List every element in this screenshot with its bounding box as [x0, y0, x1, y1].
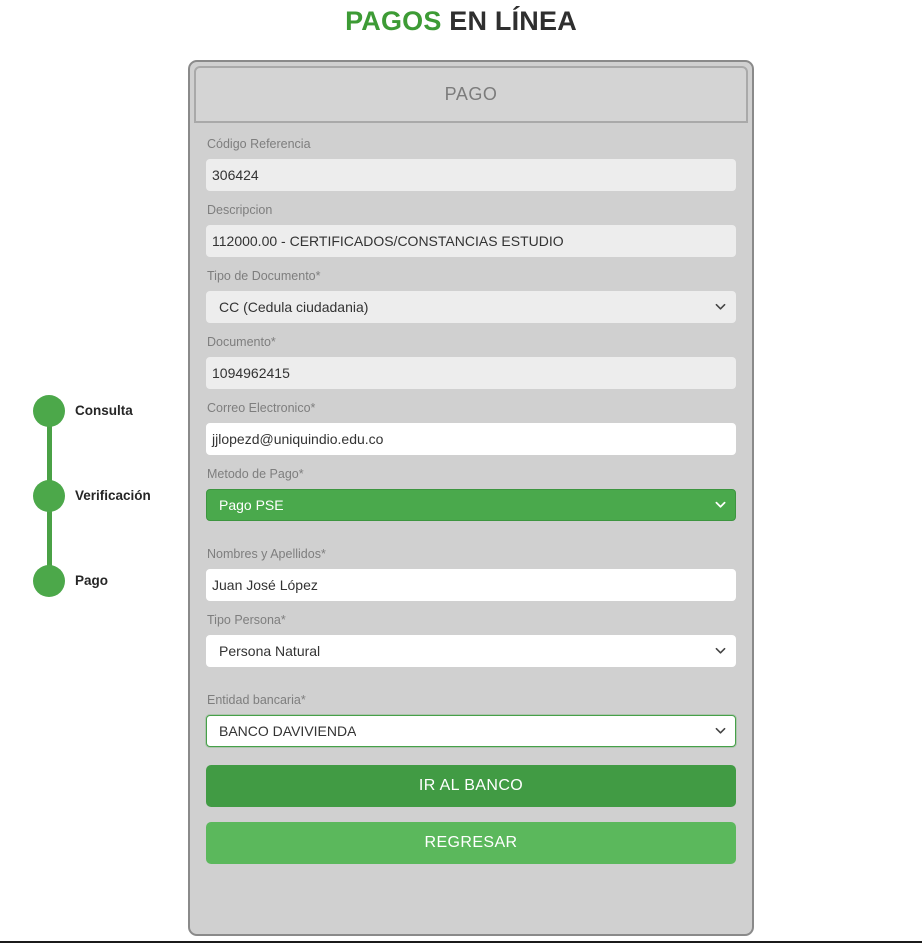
- payment-card: PAGO Código Referencia 306424 Descripcio…: [188, 60, 754, 936]
- ir-al-banco-button[interactable]: IR AL BANCO: [206, 765, 736, 807]
- form-spacer: [206, 667, 736, 681]
- regresar-button[interactable]: REGRESAR: [206, 822, 736, 864]
- page-title: PAGOS EN LÍNEA: [0, 6, 922, 37]
- chevron-down-icon: [715, 499, 726, 510]
- form-spacer: [206, 521, 736, 535]
- payment-form: Código Referencia 306424 Descripcion 112…: [190, 125, 752, 864]
- input-value: 112000.00 - CERTIFICADOS/CONSTANCIAS EST…: [212, 233, 564, 249]
- step-dot-icon: [33, 480, 65, 512]
- field-label: Documento*: [207, 335, 276, 349]
- field-documento: Documento* 1094962415: [206, 323, 736, 389]
- tipo-persona-select[interactable]: Persona Natural: [206, 635, 736, 667]
- stepper-step-label: Consulta: [75, 403, 133, 418]
- card-header-title: PAGO: [444, 84, 498, 104]
- field-label: Tipo de Documento*: [207, 269, 321, 283]
- input-value: Juan José López: [212, 577, 318, 593]
- progress-stepper: Consulta Verificación Pago: [33, 395, 193, 610]
- chevron-down-icon: [715, 645, 726, 656]
- field-tipo-persona: Tipo Persona* Persona Natural: [206, 601, 736, 667]
- field-label: Entidad bancaria*: [207, 693, 306, 707]
- field-label: Tipo Persona*: [207, 613, 286, 627]
- input-value: 306424: [212, 167, 259, 183]
- field-label: Metodo de Pago*: [207, 467, 304, 481]
- field-label: Descripcion: [207, 203, 273, 217]
- chevron-down-icon: [715, 725, 726, 736]
- field-label: Nombres y Apellidos*: [207, 547, 326, 561]
- page-title-highlight: PAGOS: [345, 6, 442, 36]
- select-value: Persona Natural: [219, 643, 321, 659]
- field-descripcion: Descripcion 112000.00 - CERTIFICADOS/CON…: [206, 191, 736, 257]
- codigo-referencia-input: 306424: [206, 159, 736, 191]
- field-correo-electronico: Correo Electronico* jjlopezd@uniquindio.…: [206, 389, 736, 455]
- step-dot-icon: [33, 565, 65, 597]
- nombres-apellidos-input[interactable]: Juan José López: [206, 569, 736, 601]
- field-entidad-bancaria: Entidad bancaria* BANCO DAVIVIENDA: [206, 681, 736, 747]
- page-bottom-rule: [0, 941, 922, 943]
- tipo-documento-select: CC (Cedula ciudadania): [206, 291, 736, 323]
- chevron-down-icon: [715, 301, 726, 312]
- descripcion-input: 112000.00 - CERTIFICADOS/CONSTANCIAS EST…: [206, 225, 736, 257]
- entidad-bancaria-select[interactable]: BANCO DAVIVIENDA: [206, 715, 736, 747]
- field-label: Correo Electronico*: [207, 401, 316, 415]
- stepper-step-pago[interactable]: Pago: [33, 565, 193, 598]
- input-value: 1094962415: [212, 365, 290, 381]
- field-label: Código Referencia: [207, 137, 311, 151]
- documento-input: 1094962415: [206, 357, 736, 389]
- step-dot-icon: [33, 395, 65, 427]
- field-codigo-referencia: Código Referencia 306424: [206, 125, 736, 191]
- stepper-step-label: Verificación: [75, 488, 151, 503]
- select-value: CC (Cedula ciudadania): [219, 299, 369, 315]
- card-header: PAGO: [194, 66, 748, 123]
- field-metodo-pago: Metodo de Pago* Pago PSE: [206, 455, 736, 521]
- stepper-step-verificacion[interactable]: Verificación: [33, 480, 193, 513]
- stepper-step-label: Pago: [75, 573, 109, 588]
- select-value: Pago PSE: [219, 497, 284, 513]
- select-value: BANCO DAVIVIENDA: [219, 723, 357, 739]
- stepper-step-consulta[interactable]: Consulta: [33, 395, 193, 428]
- field-nombres-apellidos: Nombres y Apellidos* Juan José López: [206, 535, 736, 601]
- metodo-pago-select[interactable]: Pago PSE: [206, 489, 736, 521]
- page-title-rest: EN LÍNEA: [449, 6, 577, 36]
- field-tipo-documento: Tipo de Documento* CC (Cedula ciudadania…: [206, 257, 736, 323]
- input-value: jjlopezd@uniquindio.edu.co: [212, 431, 384, 447]
- correo-electronico-input[interactable]: jjlopezd@uniquindio.edu.co: [206, 423, 736, 455]
